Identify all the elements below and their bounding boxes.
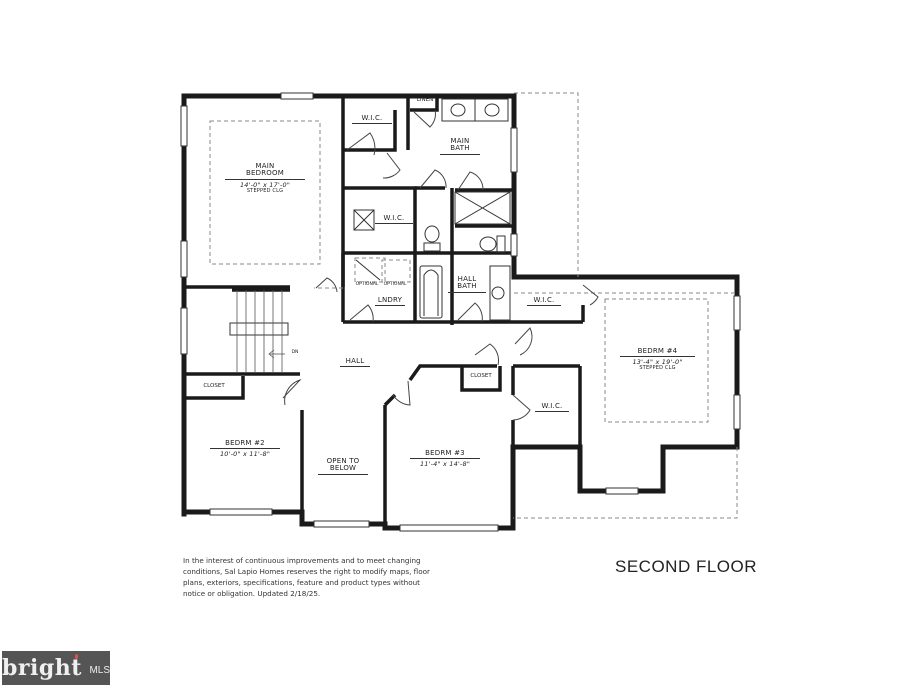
logo-mls-text: MLS (89, 664, 110, 676)
stair-treads (236, 290, 285, 372)
room-label-main-bedroom: MAIN BEDROOM 14'-0" x 17'-0" STEPPED CLG (225, 162, 305, 194)
floor-title: SECOND FLOOR (615, 557, 758, 576)
room-label-wic-bedrm3: W.I.C. (535, 402, 569, 414)
stair-down-label: DN (291, 350, 299, 355)
windows (180, 92, 741, 532)
dashed-outlines (209, 92, 738, 519)
room-label-bedrm4: BEDRM #4 13'-4" x 19'-0" STEPPED CLG (620, 347, 695, 371)
room-label-hall: HALL (340, 357, 370, 369)
disclaimer-text: In the interest of continuous improvemen… (183, 556, 430, 598)
room-label-wic-main-2: W.I.C. (375, 214, 413, 226)
bright-mls-logo: bright MLS (2, 651, 110, 685)
door-swings (282, 109, 599, 421)
logo-dot-icon (74, 653, 79, 659)
room-label-linen: LINEN (416, 97, 434, 103)
room-label-bedrm2: BEDRM #2 10'-0" x 11'-8" (210, 439, 280, 458)
room-label-main-bath: MAIN BATH (440, 137, 480, 157)
room-label-hall-bath: HALL BATH (448, 275, 486, 295)
room-label-wic-bedrm4: W.I.C. (527, 296, 561, 308)
room-label-optional-2: OPTIONAL (383, 282, 407, 287)
room-label-optional-1: OPTIONAL (355, 282, 379, 287)
room-label-open-to-below: OPEN TO BELOW (318, 457, 368, 477)
logo-brand-text: bright (2, 655, 82, 681)
interior-walls (184, 96, 585, 524)
room-label-wic-main-1: W.I.C. (352, 114, 392, 126)
room-label-bedrm3: BEDRM #3 11'-4" x 14'-8" (410, 449, 480, 468)
room-label-closet-bedrm2: CLOSET (203, 383, 225, 389)
room-label-closet-bedrm3: CLOSET (470, 373, 492, 379)
room-label-laundry: LNDRY (375, 296, 405, 308)
fixtures (353, 98, 511, 321)
